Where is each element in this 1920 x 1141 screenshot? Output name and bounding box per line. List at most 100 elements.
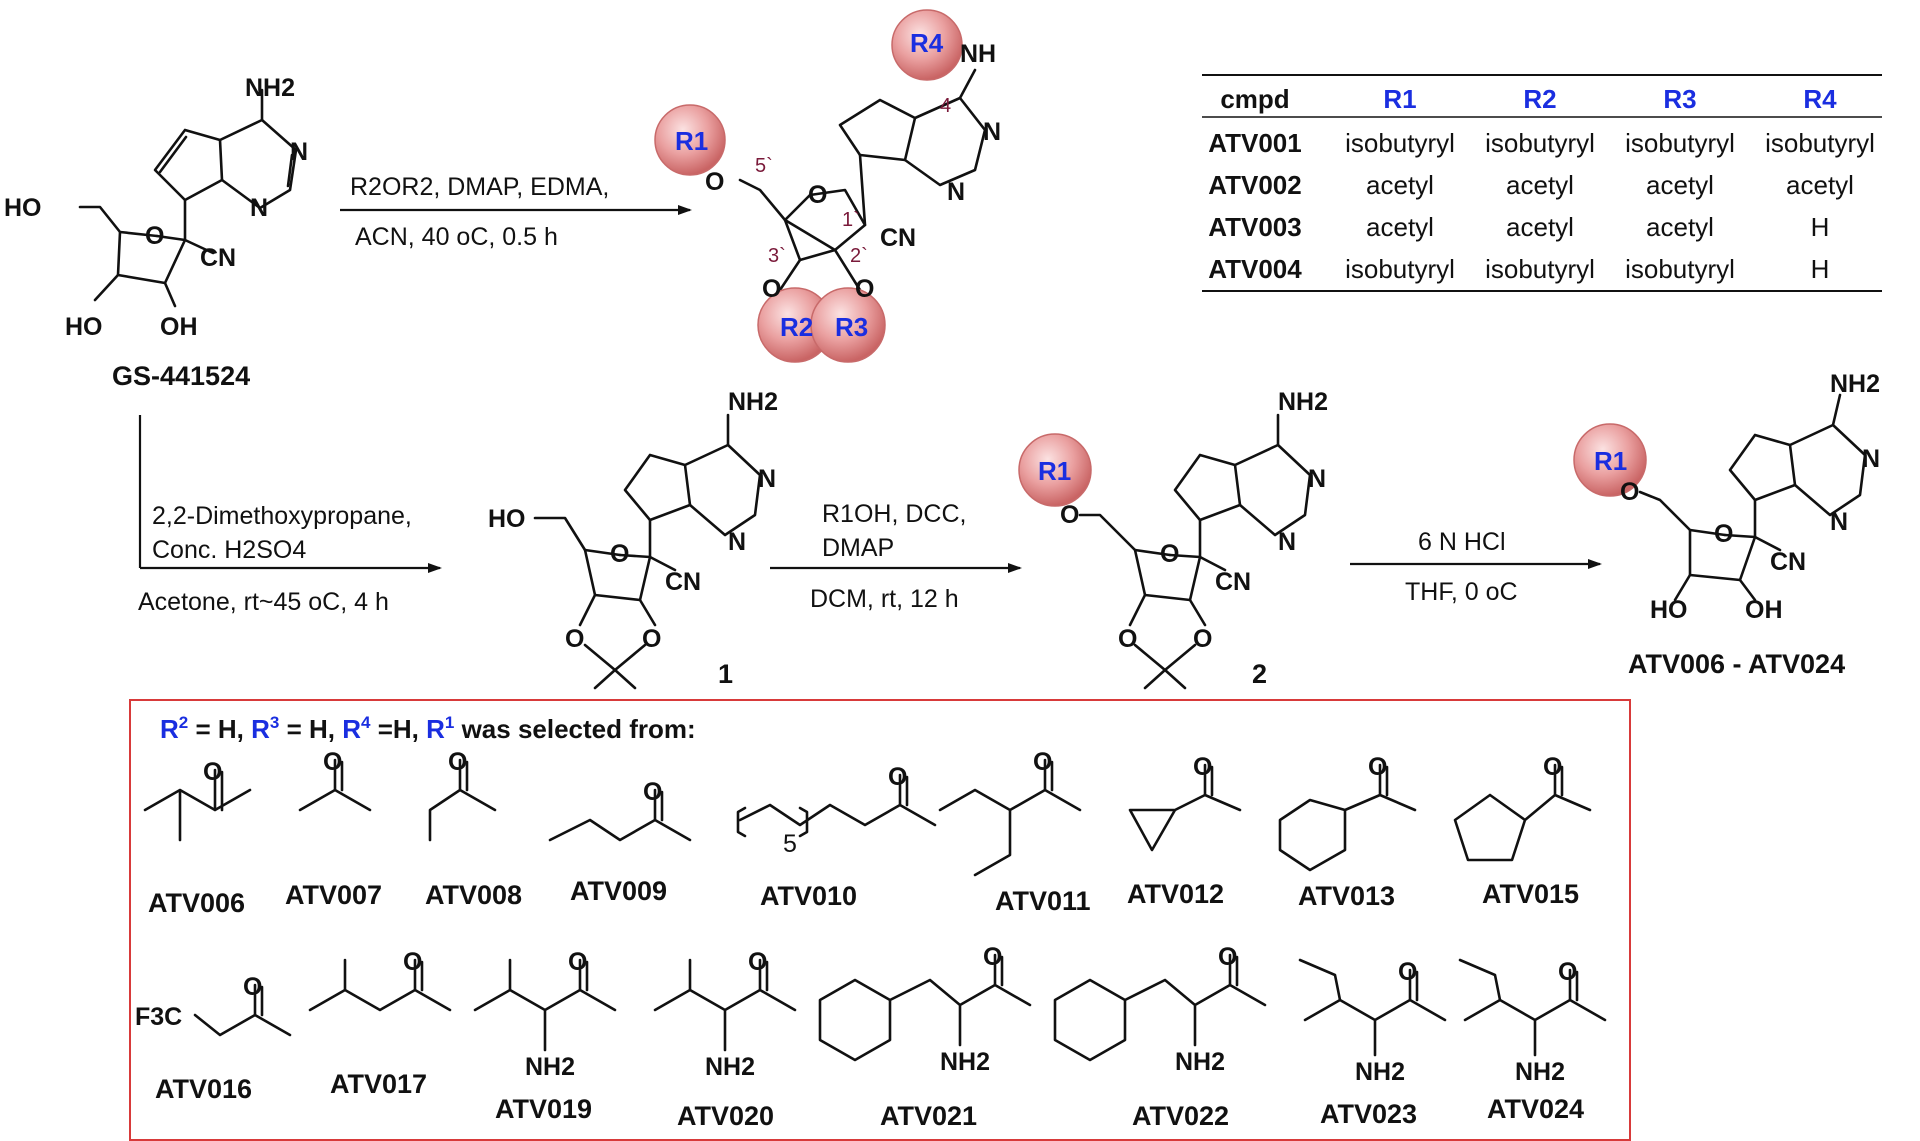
- selection-caption: R2 = H, R3 = H, R4 =H, R1 was selected f…: [160, 713, 696, 744]
- table-cell: H: [1811, 212, 1830, 242]
- compound-1-structure: [533, 413, 762, 690]
- table-cell: acetyl: [1366, 212, 1434, 242]
- repeat-count-label: 5: [783, 830, 797, 858]
- r1-ball: [654, 104, 726, 176]
- n-label: N: [983, 118, 1001, 146]
- table-cell: isobutyryl: [1485, 128, 1595, 158]
- nh2-label: NH2: [728, 388, 778, 416]
- o-label: O: [1060, 501, 1079, 529]
- ho-5-label: HO: [4, 194, 42, 222]
- oxygen-label: O: [1033, 748, 1052, 776]
- table-header-cmpd: cmpd: [1220, 84, 1289, 114]
- table-cell: acetyl: [1506, 212, 1574, 242]
- nh2-label: NH2: [1175, 1048, 1225, 1076]
- oxygen-label: O: [403, 948, 422, 976]
- n-label: N: [290, 138, 308, 166]
- o-label: O: [1118, 625, 1137, 653]
- oxygen-label: O: [243, 973, 262, 1001]
- table-cell: acetyl: [1506, 170, 1574, 200]
- oxygen-label: O: [203, 758, 222, 786]
- table-cell: isobutyryl: [1625, 254, 1735, 284]
- oxygen-label: O: [568, 948, 587, 976]
- table-cell: isobutyryl: [1485, 254, 1595, 284]
- position-5-label: 5`: [755, 155, 773, 177]
- cn-label: CN: [880, 224, 916, 252]
- table-cell-compound: ATV004: [1208, 254, 1302, 284]
- compound-label-atv015: ATV015: [1482, 879, 1579, 909]
- o2-label: O: [855, 275, 874, 303]
- o-label: O: [1193, 625, 1212, 653]
- table-header-r4: R4: [1803, 84, 1837, 114]
- table-cell: isobutyryl: [1345, 254, 1455, 284]
- r1-label: R1: [675, 126, 708, 156]
- n-label: N: [758, 465, 776, 493]
- compound-label-atv007: ATV007: [285, 880, 382, 910]
- f3c-label: F3C: [135, 1003, 182, 1031]
- o3-label: O: [762, 275, 781, 303]
- oxygen-label: O: [1368, 753, 1387, 781]
- compound-label-atv012: ATV012: [1127, 879, 1224, 909]
- cn-label: CN: [1770, 548, 1806, 576]
- compound-label-atv006: ATV006: [148, 888, 245, 918]
- table-cell-compound: ATV001: [1208, 128, 1301, 158]
- ring-oxygen-label: O: [610, 540, 629, 568]
- oxygen-label: O: [1558, 958, 1577, 986]
- o-label: O: [642, 625, 661, 653]
- r2-label: R2: [780, 312, 813, 342]
- nh2-label: NH2: [525, 1053, 575, 1081]
- nh-label: NH: [960, 40, 996, 68]
- table-header-r2: R2: [1523, 84, 1556, 114]
- ring-oxygen-label: O: [145, 222, 164, 250]
- nh2-label: NH2: [705, 1053, 755, 1081]
- oxygen-label: O: [448, 748, 467, 776]
- n-label: N: [250, 194, 268, 222]
- o5-label: O: [705, 168, 724, 196]
- compound-range-label: ATV006 - ATV024: [1628, 649, 1845, 679]
- compound-label-atv013: ATV013: [1298, 881, 1395, 911]
- step2-acid: Conc. H2SO4: [152, 536, 306, 564]
- compound-label-atv008: ATV008: [425, 880, 522, 910]
- cn-label: CN: [200, 244, 236, 272]
- compound-label-atv020: ATV020: [677, 1101, 774, 1131]
- ho-3-label: HO: [65, 313, 103, 341]
- gs-441524-structure: [78, 88, 298, 308]
- acylated-product-structure: [738, 68, 987, 292]
- compound-label-atv021: ATV021: [880, 1101, 977, 1131]
- cn-label: CN: [1215, 568, 1251, 596]
- compound-label-atv017: ATV017: [330, 1069, 427, 1099]
- compound-2-structure: [1078, 413, 1312, 690]
- r1-ball: [1573, 423, 1647, 497]
- nh2-label: NH2: [1515, 1058, 1565, 1086]
- position-2-label: 2`: [850, 245, 868, 267]
- r3-label: R3: [835, 312, 868, 342]
- r1-selection-box: [129, 699, 1631, 1141]
- ring-oxygen-label: O: [808, 181, 827, 209]
- oxygen-label: O: [983, 943, 1002, 971]
- step4-conditions: THF, 0 oC: [1405, 578, 1518, 606]
- o-label: O: [1620, 478, 1639, 506]
- table-cell: isobutyryl: [1625, 128, 1735, 158]
- ho-label: HO: [488, 505, 526, 533]
- n-label: N: [1862, 445, 1880, 473]
- r3-ball: [810, 287, 886, 363]
- step3-reagents: R1OH, DCC,: [822, 500, 966, 528]
- oxygen-label: O: [1398, 958, 1417, 986]
- compound-label-atv022: ATV022: [1132, 1101, 1229, 1131]
- acyl-fragments-row1: [143, 758, 1592, 877]
- table-header-r1: R1: [1383, 84, 1416, 114]
- cn-label: CN: [665, 568, 701, 596]
- table-cell: H: [1811, 254, 1830, 284]
- oxygen-label: O: [1218, 943, 1237, 971]
- compound-label-atv009: ATV009: [570, 876, 667, 906]
- step3-catalyst: DMAP: [822, 534, 894, 562]
- position-1-label: 1`: [842, 209, 860, 231]
- table-header-r3: R3: [1663, 84, 1696, 114]
- ho-label: HO: [1650, 596, 1688, 624]
- oxygen-label: O: [323, 748, 342, 776]
- table-cell: isobutyryl: [1345, 128, 1455, 158]
- compound-number-1: 1: [718, 659, 733, 689]
- compound-label-atv010: ATV010: [760, 881, 857, 911]
- step1-conditions: ACN, 40 oC, 0.5 h: [355, 223, 558, 251]
- position-3-label: 3`: [768, 245, 786, 267]
